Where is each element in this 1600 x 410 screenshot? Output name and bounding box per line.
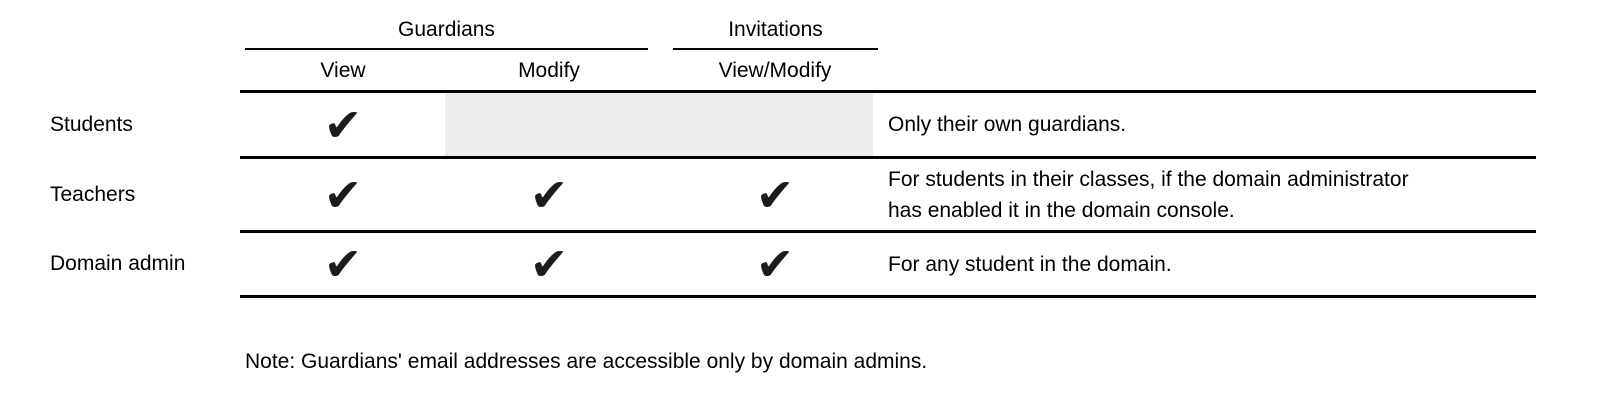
cell-domain-admin-guardians-modify: ✔: [446, 233, 652, 295]
cell-students-guardians-modify: [446, 93, 652, 156]
column-header-view: View: [320, 59, 366, 82]
group-header-guardians: Guardians: [398, 18, 495, 41]
row-note-teachers: For students in their classes, if the do…: [888, 167, 1409, 222]
table-row-domain-admin: Domain admin ✔ ✔ ✔ For any student in th…: [0, 233, 1600, 295]
cell-domain-admin-guardians-view: ✔: [240, 233, 446, 295]
table-row-teachers: Teachers ✔ ✔ ✔ For students in their cla…: [0, 159, 1600, 230]
table-rule: [240, 90, 1536, 93]
row-label-students: Students: [50, 112, 133, 136]
check-icon: ✔: [323, 97, 363, 152]
cell-students-guardians-view: ✔: [240, 93, 446, 156]
row-note-students: Only their own guardians.: [888, 113, 1127, 136]
column-header-modify: Modify: [518, 59, 580, 82]
group-header-invitations: Invitations: [728, 18, 823, 41]
table-rule: [240, 230, 1536, 233]
check-icon: ✔: [529, 167, 569, 222]
check-icon: ✔: [323, 167, 363, 222]
check-icon: ✔: [529, 237, 569, 291]
invitations-underline: [673, 48, 878, 50]
row-label-teachers: Teachers: [50, 182, 136, 206]
check-icon: ✔: [323, 237, 363, 291]
guardians-underline: [245, 48, 648, 50]
column-header-view-modify: View/Modify: [718, 59, 832, 82]
cell-teachers-guardians-view: ✔: [240, 159, 446, 230]
table-row-students: Students ✔ Only their own guardians.: [0, 93, 1600, 156]
check-icon: ✔: [755, 167, 795, 222]
unavailable-cells-shading: [445, 93, 873, 156]
check-icon: ✔: [755, 237, 795, 291]
cell-teachers-guardians-modify: ✔: [446, 159, 652, 230]
footnote: Note: Guardians' email addresses are acc…: [245, 350, 928, 373]
cell-domain-admin-invitations-view-modify: ✔: [672, 233, 878, 295]
cell-students-invitations-view-modify: [672, 93, 878, 156]
table-rule: [240, 295, 1536, 298]
row-note-domain-admin: For any student in the domain.: [888, 252, 1172, 276]
cell-teachers-invitations-view-modify: ✔: [672, 159, 878, 230]
table-rule: [240, 156, 1536, 159]
row-label-domain-admin: Domain admin: [50, 252, 186, 275]
